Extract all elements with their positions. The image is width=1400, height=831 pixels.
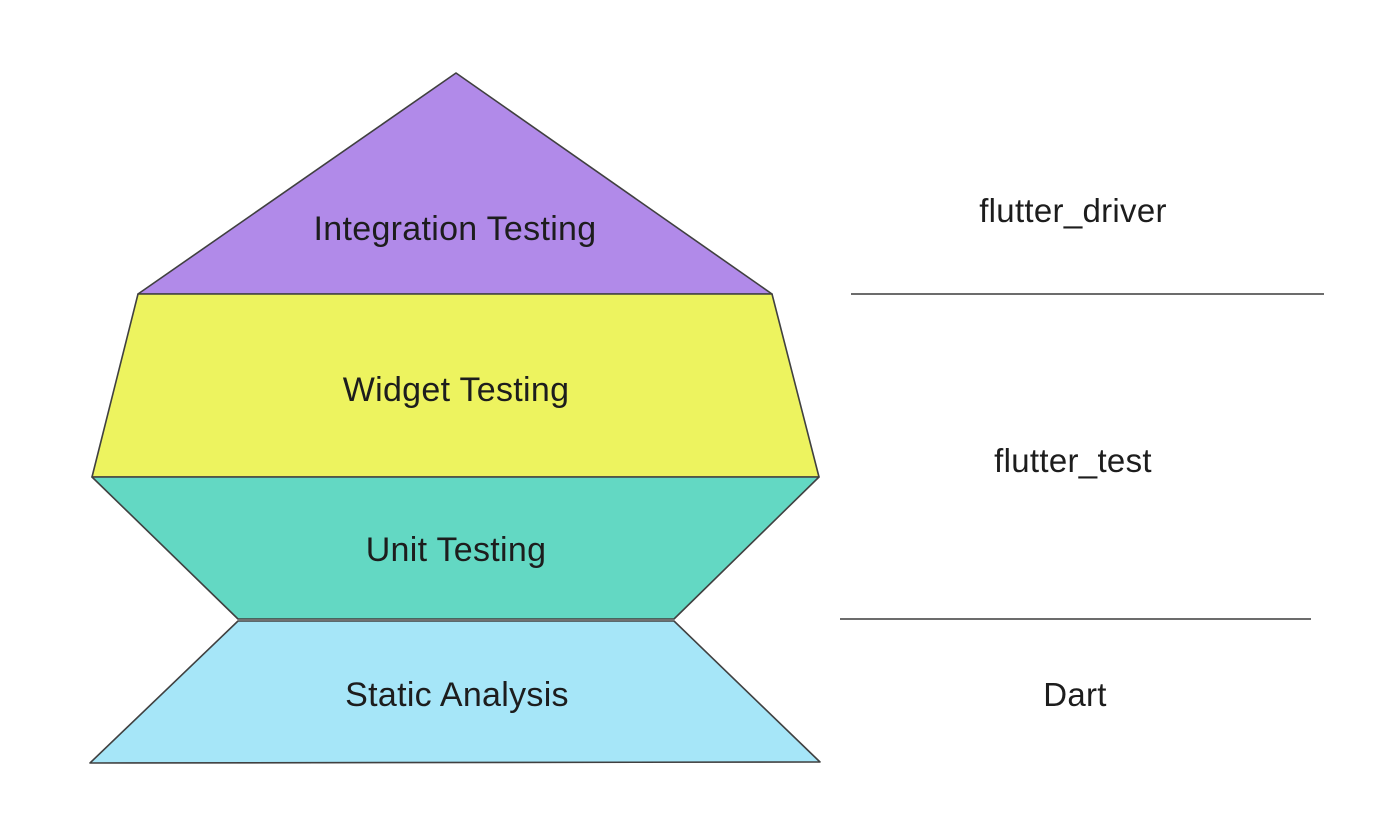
layer-shape-static-analysis bbox=[89, 620, 821, 764]
annotation-dart: Dart bbox=[1043, 676, 1107, 713]
layer-label-integration-testing: Integration Testing bbox=[314, 210, 597, 248]
layer-shape-integration-testing bbox=[137, 72, 773, 295]
layer-label-unit-testing: Unit Testing bbox=[366, 531, 547, 569]
annotation-flutter-test: flutter_test bbox=[994, 442, 1152, 479]
annotation-flutter-driver: flutter_driver bbox=[979, 192, 1167, 229]
layer-shape-unit-testing bbox=[91, 476, 820, 620]
layer-label-widget-testing: Widget Testing bbox=[343, 371, 570, 409]
layer-label-static-analysis: Static Analysis bbox=[345, 676, 569, 714]
